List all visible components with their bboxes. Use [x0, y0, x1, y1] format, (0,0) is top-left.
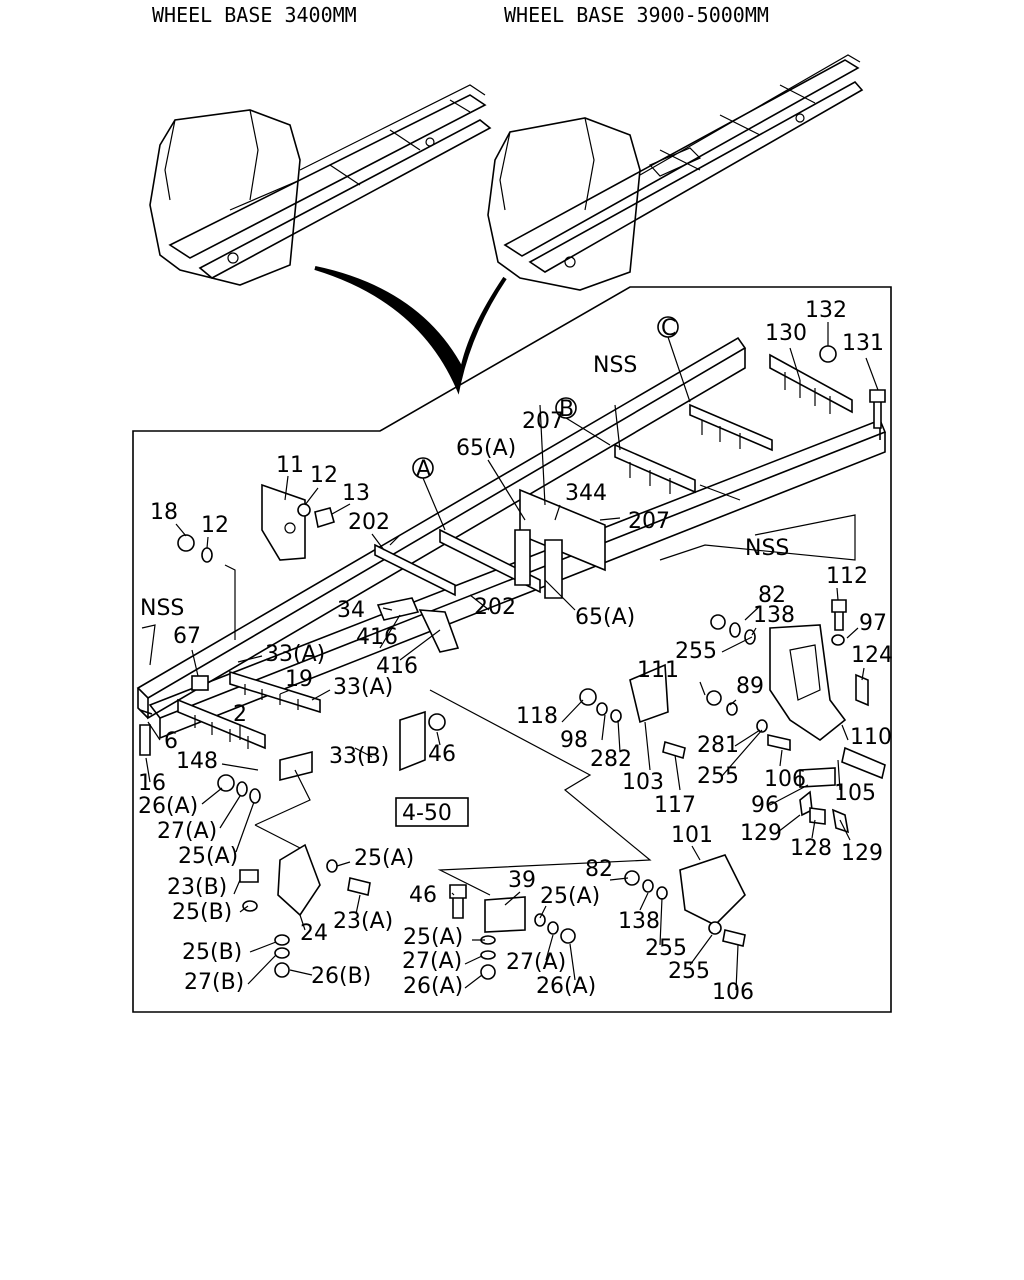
label-25a-left: 25(A) [178, 844, 238, 869]
label-nss-right: NSS [745, 536, 789, 561]
label-89: 89 [736, 674, 764, 699]
label-97: 97 [859, 611, 887, 636]
label-138-lower: 138 [618, 909, 660, 934]
label-67: 67 [173, 624, 201, 649]
label-131: 131 [842, 331, 884, 356]
label-2: 2 [233, 702, 247, 727]
label-65a-top: 65(A) [456, 436, 516, 461]
label-23b: 23(B) [167, 875, 227, 900]
callout-markers: A B C [412, 316, 691, 531]
label-nss-left: NSS [140, 596, 184, 621]
label-26a-bottom-right: 26(A) [536, 974, 596, 999]
label-33a-lower: 33(A) [333, 675, 393, 700]
reference-box-label: 4-50 [402, 801, 452, 826]
label-82-upper: 82 [758, 583, 786, 608]
label-281: 281 [697, 733, 739, 758]
label-27a-bottom-left: 27(A) [402, 949, 462, 974]
label-416-lower: 416 [376, 654, 418, 679]
label-96: 96 [751, 793, 779, 818]
label-130: 130 [765, 321, 807, 346]
label-46-upper: 46 [428, 742, 456, 767]
label-202-top: 202 [348, 510, 390, 535]
label-106-lower: 106 [712, 980, 754, 1005]
label-25a-mid: 25(A) [354, 846, 414, 871]
label-118: 118 [516, 704, 558, 729]
truck-illustration-short-wheelbase [149, 84, 492, 286]
label-110: 110 [850, 725, 892, 750]
label-23a: 23(A) [333, 909, 393, 934]
label-27b: 27(B) [184, 970, 244, 995]
label-207-top: 207 [522, 409, 564, 434]
label-13: 13 [342, 481, 370, 506]
label-111: 111 [637, 658, 679, 683]
crossmember-parts [177, 353, 853, 933]
label-25b-lower: 25(B) [182, 940, 242, 965]
label-25a-lower: 25(A) [403, 925, 463, 950]
hardware-fasteners [139, 345, 886, 980]
label-19: 19 [285, 667, 313, 692]
transition-arrow [314, 266, 507, 395]
label-98: 98 [560, 728, 588, 753]
label-26a-left: 26(A) [138, 794, 198, 819]
label-18: 18 [150, 500, 178, 525]
label-129-right: 129 [841, 841, 883, 866]
label-34: 34 [337, 598, 365, 623]
label-25a-right: 25(A) [540, 884, 600, 909]
label-124: 124 [851, 643, 893, 668]
leader-lines [141, 404, 856, 896]
label-25b-upper: 25(B) [172, 900, 232, 925]
label-nss-top: NSS [593, 353, 637, 378]
label-129-left: 129 [740, 821, 782, 846]
part-number-labels: 132 130 131 NSS 207 65(A) 11 12 13 18 12… [138, 298, 893, 1005]
label-24: 24 [300, 921, 328, 946]
label-255-bottom: 255 [668, 959, 710, 984]
label-344: 344 [565, 481, 607, 506]
label-255-upper: 255 [675, 639, 717, 664]
label-46-lower: 46 [409, 883, 437, 908]
label-101: 101 [671, 823, 713, 848]
label-103: 103 [622, 770, 664, 795]
label-26b: 26(B) [311, 964, 371, 989]
label-82-lower: 82 [585, 857, 613, 882]
label-33b: 33(B) [329, 744, 389, 769]
label-65a-bottom: 65(A) [575, 605, 635, 630]
label-27a-left: 27(A) [157, 819, 217, 844]
label-27a-bottom-right: 27(A) [506, 950, 566, 975]
header-left-title: WHEEL BASE 3400MM [152, 3, 357, 27]
label-117: 117 [654, 793, 696, 818]
diagram-border [132, 286, 892, 1013]
callout-c: C [661, 316, 676, 341]
truck-illustration-long-wheelbase [487, 54, 864, 291]
callout-a: A [416, 457, 431, 482]
label-255-lower: 255 [645, 936, 687, 961]
label-12-top: 12 [310, 463, 338, 488]
reference-box [395, 797, 469, 827]
callout-b: B [559, 397, 574, 422]
label-39: 39 [508, 868, 536, 893]
label-138-upper: 138 [753, 603, 795, 628]
label-33a-upper: 33(A) [265, 642, 325, 667]
label-132: 132 [805, 298, 847, 323]
label-16: 16 [138, 771, 166, 796]
label-6: 6 [164, 729, 178, 754]
label-202-bottom: 202 [474, 595, 516, 620]
label-112: 112 [826, 564, 868, 589]
label-255-mid: 255 [697, 764, 739, 789]
label-12-left: 12 [201, 513, 229, 538]
label-26a-bottom-left: 26(A) [403, 974, 463, 999]
label-106-upper: 106 [764, 767, 806, 792]
label-282: 282 [590, 747, 632, 772]
label-105: 105 [834, 781, 876, 806]
header-right-title: WHEEL BASE 3900-5000MM [504, 3, 769, 27]
label-leaders [145, 322, 879, 991]
label-11: 11 [276, 453, 304, 478]
label-207-right: 207 [628, 509, 670, 534]
label-148: 148 [176, 749, 218, 774]
label-128: 128 [790, 836, 832, 861]
